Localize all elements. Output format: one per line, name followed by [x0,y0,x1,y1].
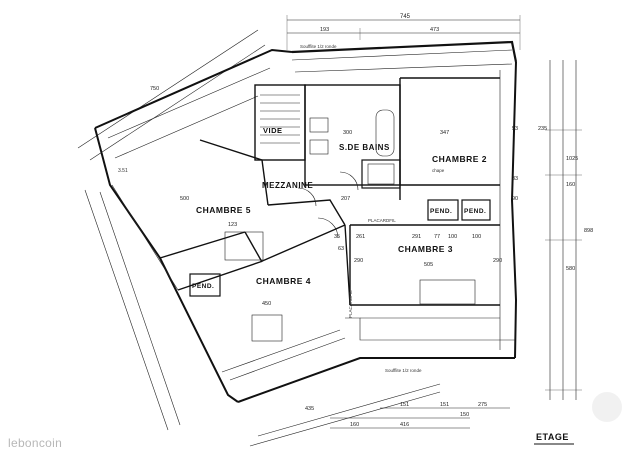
dim-275: 275 [478,402,487,408]
room-label-chambre-5: CHAMBRE 5 [196,205,251,215]
room-label-chambre-2: CHAMBRE 2 [432,154,487,164]
dim-160: 160 [350,422,359,428]
dim-347: 347 [440,130,449,136]
dimension-labels: 745 193 473 300 347 207 261 291 100 100 … [150,14,593,428]
dim-261: 261 [356,234,365,240]
exterior-walls [94,40,518,403]
dim-500: 500 [180,196,189,202]
interior-walls [159,77,515,342]
dim-416: 416 [400,422,409,428]
dim-207: 207 [341,196,350,202]
dim-160-b: 160 [566,182,575,188]
dim-1025: 1025 [566,156,578,162]
dim-435: 435 [305,406,314,412]
dim-150: 150 [460,412,469,418]
note-placard: PLACARDFIL [368,218,396,223]
room-label-vide: VIDE [263,126,283,135]
dim-151-a: 151 [400,402,409,408]
dim-35: 35 [334,234,340,240]
drawing-title: ETAGE [536,432,569,442]
dim-898: 898 [584,228,593,234]
room-label-chambre-4: CHAMBRE 4 [256,276,311,286]
note-placard-2: PLACARDFIL [348,290,353,318]
room-label-pend-3: PEND. [192,283,214,290]
note-soffite-bottom: Soufflite 1/2 ronde [385,368,422,373]
watermark-text: leboncoin [8,436,63,450]
dim-top-total: 745 [400,14,411,20]
dim-291: 291 [412,234,421,240]
room-labels: CHAMBRE 2 CHAMBRE 3 CHAMBRE 4 CHAMBRE 5 … [192,126,487,290]
note-soffite-top: Soufflite 1/2 ronde [300,44,337,49]
dim-580: 580 [566,266,575,272]
dim-63: 63 [338,246,344,252]
dimension-lines [77,15,582,447]
dim-top-right: 473 [430,27,439,33]
room-label-pend-1: PEND. [430,208,452,215]
dim-77: 77 [434,234,440,240]
dim-123: 123 [228,222,237,228]
dim-290-a: 290 [354,258,363,264]
watermark-badge [592,392,622,422]
dim-33: 33 [512,176,518,182]
plan-notes: Soufflite 1/2 ronde Soufflite 1/2 ronde … [118,44,445,373]
dim-450: 450 [262,301,271,307]
dim-100-a: 100 [448,234,457,240]
dim-100-b: 100 [472,234,481,240]
room-label-pend-2: PEND. [464,208,486,215]
dim-290-b: 290 [493,258,502,264]
dim-top-left: 193 [320,27,329,33]
dim-750: 750 [150,86,159,92]
dim-300: 300 [343,130,352,136]
dim-505: 505 [424,262,433,268]
note-chape: chape [432,168,445,173]
room-label-salle-de-bains: S.DE BAINS [339,143,390,152]
dim-235: 235 [538,126,547,132]
dim-90: 90 [512,196,518,202]
dim-53: 53 [512,126,518,132]
note-scale: 3.51 [118,168,128,174]
room-label-mezzanine: MEZZANINE [262,181,313,190]
room-label-chambre-3: CHAMBRE 3 [398,244,453,254]
dim-151-b: 151 [440,402,449,408]
